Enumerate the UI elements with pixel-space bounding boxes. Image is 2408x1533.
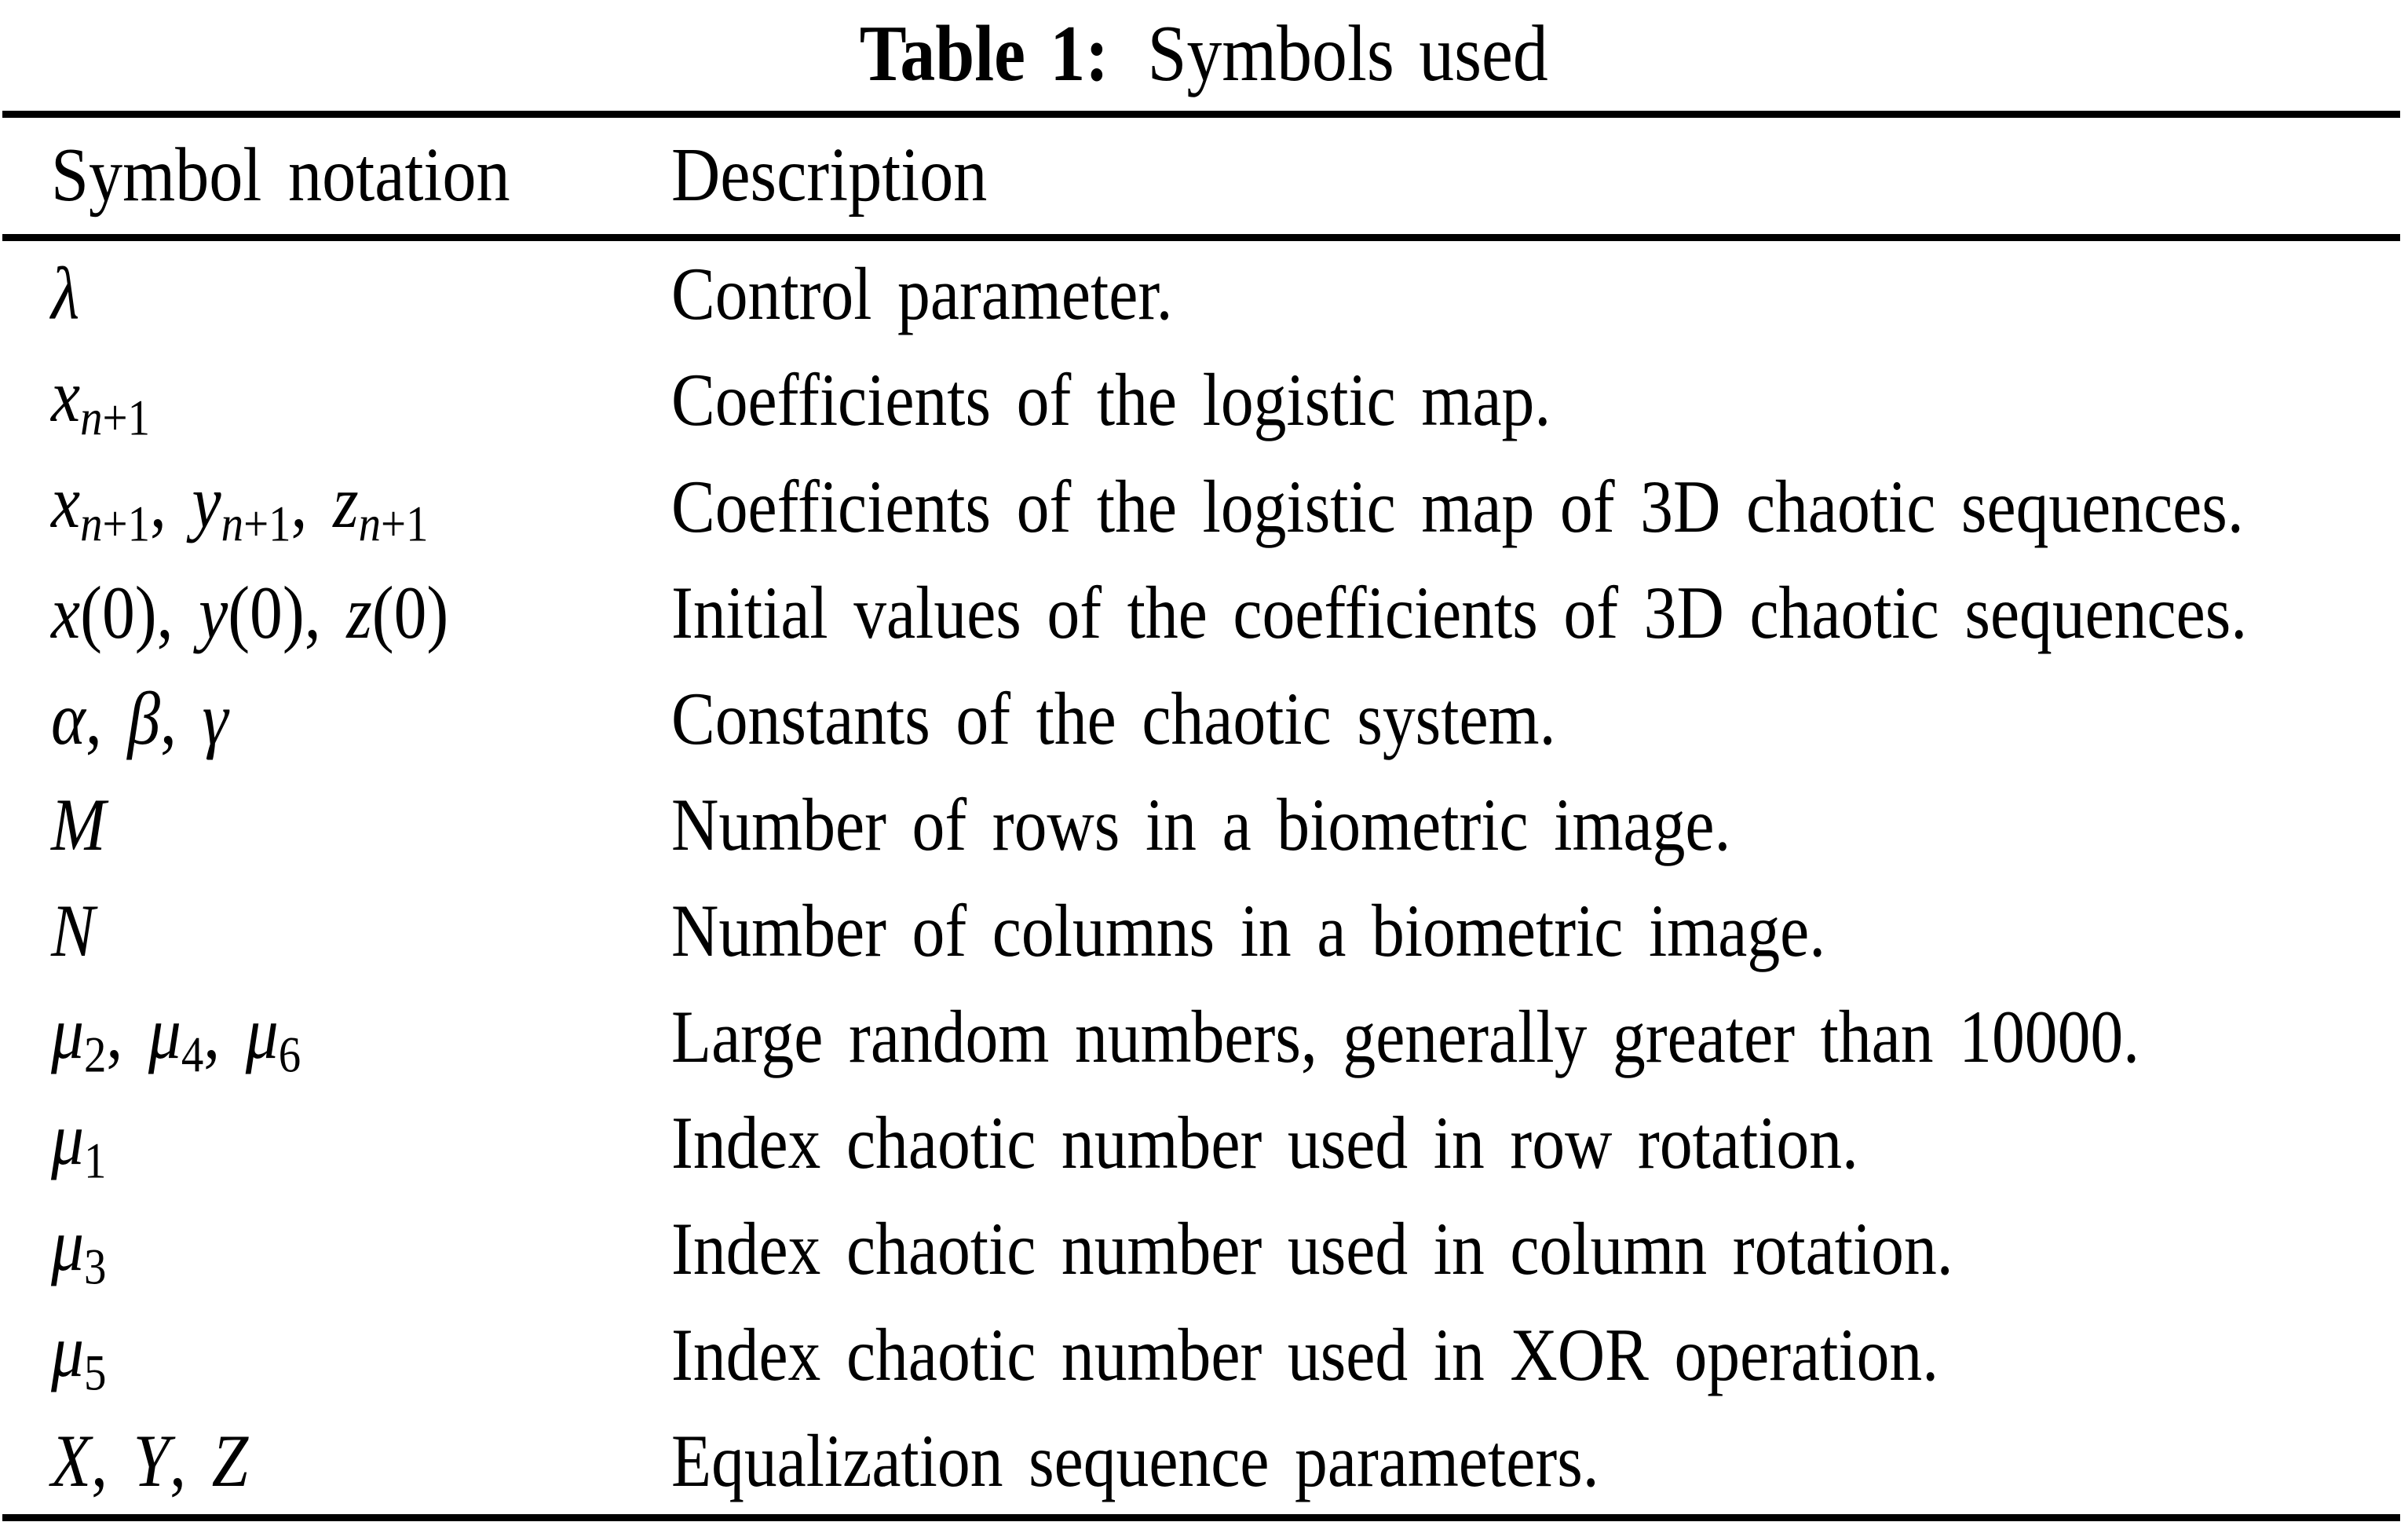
symbol-cell: M: [51, 782, 106, 866]
table-row: μ2, μ4, μ6 Large random numbers, general…: [0, 984, 2408, 1090]
description-cell: Index chaotic number used in row rotatio…: [671, 1100, 1858, 1184]
table-row: xn+1, yn+1, zn+1 Coefficients of the log…: [0, 453, 2408, 559]
description-cell: Coefficients of the logistic map of 3D c…: [671, 464, 2244, 548]
table-row: x(0), y(0), z(0) Initial values of the c…: [0, 559, 2408, 665]
description-cell: Large random numbers, generally greater …: [671, 994, 2140, 1078]
table-row: N Number of columns in a biometric image…: [0, 877, 2408, 983]
symbol-cell: λ: [51, 252, 80, 336]
description-cell: Coefficients of the logistic map.: [671, 358, 1551, 442]
table-row: xn+1 Coefficients of the logistic map.: [0, 347, 2408, 453]
description-cell: Constants of the chaotic system.: [671, 676, 1556, 760]
description-cell: Initial values of the coefficients of 3D…: [671, 570, 2248, 654]
table-header-row: Symbol notation Description: [0, 118, 2408, 234]
symbol-cell: μ3: [51, 1202, 107, 1295]
symbol-cell: μ5: [51, 1308, 107, 1401]
table-row: μ1 Index chaotic number used in row rota…: [0, 1090, 2408, 1196]
table-row: μ3 Index chaotic number used in column r…: [0, 1196, 2408, 1302]
table-top-rule: [2, 111, 2400, 118]
description-cell: Number of rows in a biometric image.: [671, 782, 1731, 866]
description-cell: Number of columns in a biometric image.: [671, 888, 1826, 972]
description-cell: Index chaotic number used in XOR operati…: [671, 1313, 1939, 1397]
symbol-cell: xn+1: [51, 354, 151, 446]
table-body: λ Control parameter. xn+1 Coefficients o…: [0, 241, 2408, 1514]
symbol-cell: μ1: [51, 1096, 107, 1189]
table-row: α, β, γ Constants of the chaotic system.: [0, 665, 2408, 771]
symbol-cell: α, β, γ: [51, 676, 228, 760]
column-header-description: Description: [671, 133, 988, 218]
symbol-cell: μ2, μ4, μ6: [51, 990, 301, 1083]
symbol-cell: N: [51, 888, 95, 972]
description-cell: Index chaotic number used in column rota…: [671, 1207, 1953, 1291]
table-row: μ5 Index chaotic number used in XOR oper…: [0, 1302, 2408, 1408]
table-header-rule: [2, 234, 2400, 241]
table-bottom-rule: [2, 1514, 2400, 1521]
table-caption: Table 1: Symbols used: [0, 0, 2408, 110]
description-cell: Control parameter.: [671, 252, 1173, 336]
description-cell: Equalization sequence parameters.: [671, 1419, 1599, 1503]
table-caption-label: Table 1:: [860, 9, 1109, 98]
symbol-cell: X, Y, Z: [51, 1419, 249, 1503]
symbol-cell: xn+1, yn+1, zn+1: [51, 460, 429, 552]
column-header-symbol-notation: Symbol notation: [51, 133, 510, 218]
table-row: λ Control parameter.: [0, 241, 2408, 347]
table-row: M Number of rows in a biometric image.: [0, 771, 2408, 877]
symbol-cell: x(0), y(0), z(0): [51, 570, 449, 654]
table-caption-title: Symbols used: [1147, 9, 1548, 98]
table-row: X, Y, Z Equalization sequence parameters…: [0, 1408, 2408, 1514]
